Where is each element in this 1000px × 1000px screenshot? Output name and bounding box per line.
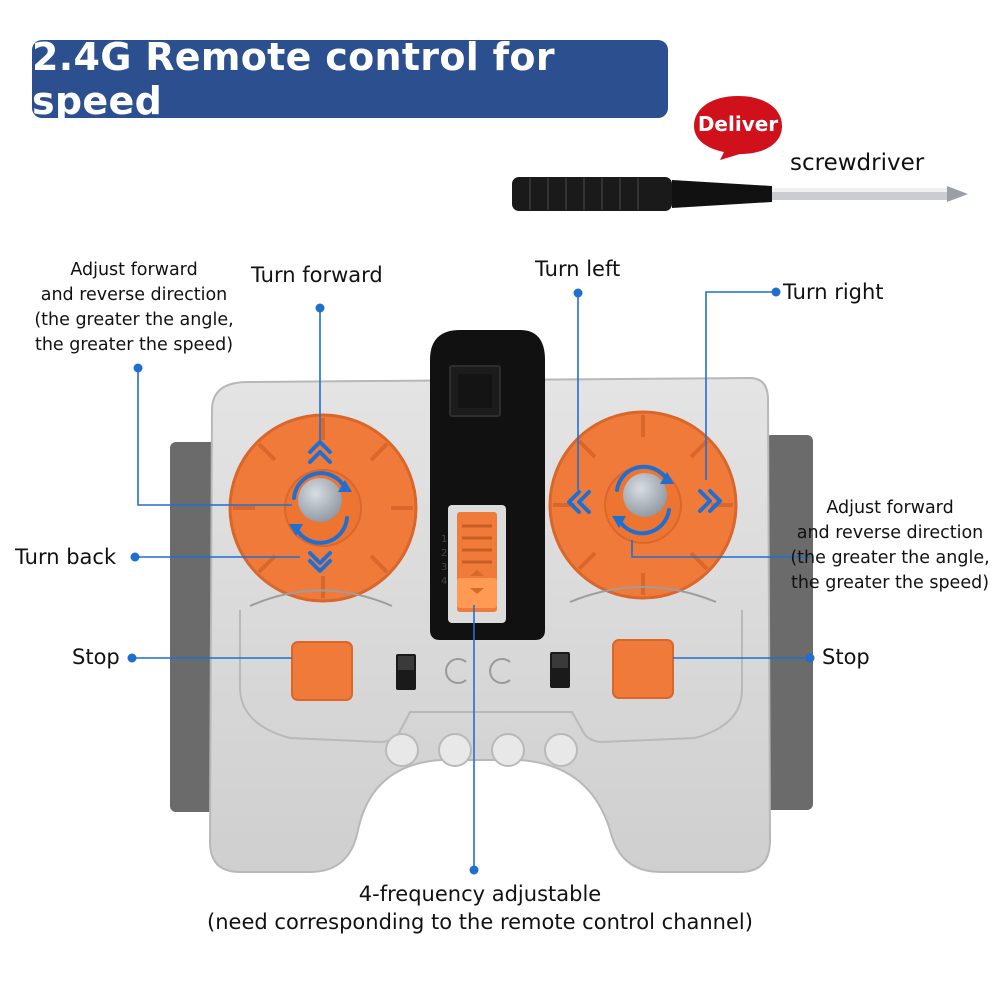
channel-number: 2 <box>441 548 447 559</box>
turn-right-label: Turn right <box>783 280 884 304</box>
left-grip <box>170 442 218 812</box>
screwdriver-label: screwdriver <box>790 150 925 176</box>
adjust-left-label: Adjust forward and reverse direction (th… <box>34 260 234 355</box>
title-banner: 2.4G Remote control for speed <box>32 35 668 123</box>
adjust-right-label: Adjust forward and reverse direction (th… <box>790 498 990 593</box>
callout-lines <box>132 291 810 870</box>
bottom-stud <box>491 733 525 767</box>
back-chevron-icon <box>308 551 332 565</box>
rotate-arrows-icon <box>615 464 669 492</box>
rotate-arrows-icon <box>292 471 347 500</box>
channel-number: 3 <box>441 562 447 573</box>
channel-number: 4 <box>441 576 447 587</box>
channel-number: 1 <box>441 534 447 545</box>
forward-chevron-icon <box>308 440 332 454</box>
frequency-label: 4-frequency adjustable (need correspondi… <box>207 882 753 934</box>
stop-right-label: Stop <box>822 645 870 669</box>
page-title: 2.4G Remote control for speed <box>32 35 555 123</box>
right-scale-ticks <box>569 586 717 603</box>
right-speed-dial <box>548 410 738 600</box>
turn-left-label: Turn left <box>535 257 621 281</box>
right-grip <box>765 435 813 810</box>
left-scale-ticks <box>249 589 393 607</box>
deliver-badge-label: Deliver <box>697 112 779 136</box>
bottom-stud <box>438 733 472 767</box>
turn-forward-label: Turn forward <box>251 263 383 287</box>
left-stop-button <box>291 641 353 701</box>
turn-back-label: Turn back <box>15 545 117 569</box>
screwdriver-icon <box>512 177 968 211</box>
rotate-right-icon <box>489 658 511 684</box>
right-stop-button <box>612 639 674 699</box>
deliver-badge <box>694 96 782 160</box>
left-chevron-icon <box>567 490 581 514</box>
bottom-stud <box>544 733 578 767</box>
right-chevron-icon <box>698 489 712 513</box>
rotate-left-icon <box>445 658 467 684</box>
stop-left-label: Stop <box>72 645 120 669</box>
bottom-stud <box>385 733 419 767</box>
